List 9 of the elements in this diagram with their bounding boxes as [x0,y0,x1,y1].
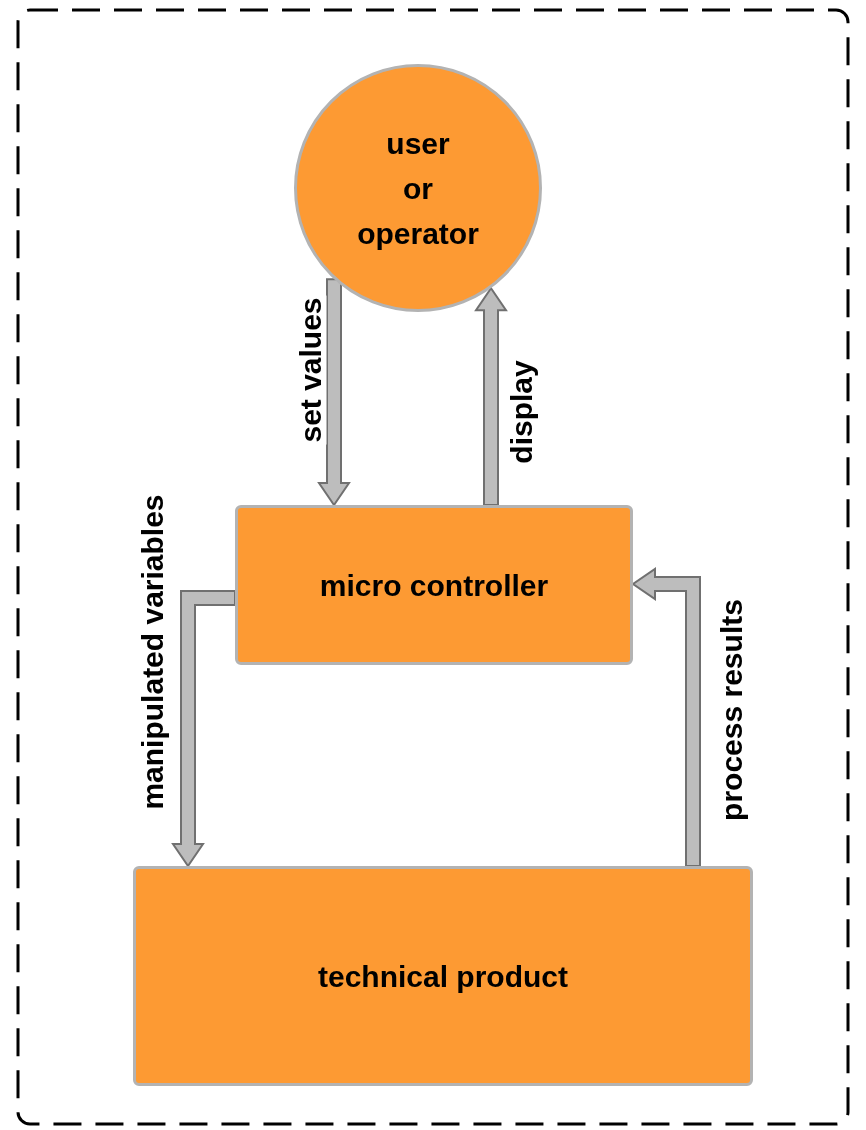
block-arrow [474,286,508,506]
node-label: user or operator [356,125,480,252]
process-box [133,866,753,1086]
node-label: micro controller [319,567,549,604]
block-arrow [317,278,351,507]
block-arrow [631,567,701,867]
block-arrow [171,590,236,868]
process-box [235,505,633,665]
node-label: technical product [317,958,568,995]
